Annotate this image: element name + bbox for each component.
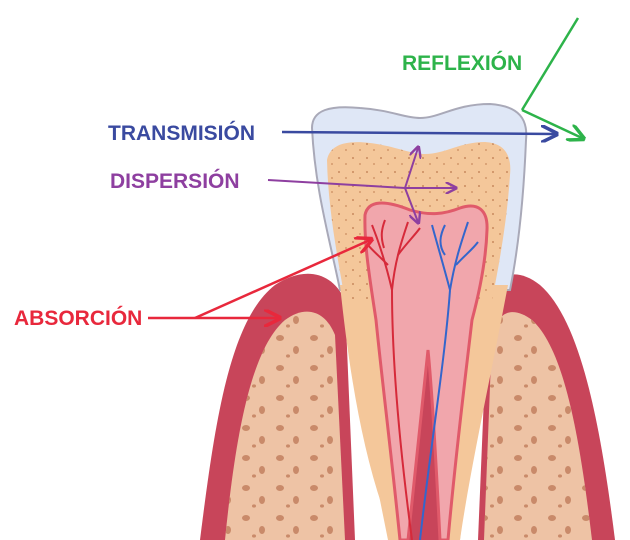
transmision-label: TRANSMISIÓN [108,121,255,145]
reflexion-arrow [522,18,582,138]
reflexion-label: REFLEXIÓN [402,51,522,75]
absorcion-label: ABSORCIÓN [14,306,142,330]
dispersion-label: DISPERSIÓN [110,169,240,193]
